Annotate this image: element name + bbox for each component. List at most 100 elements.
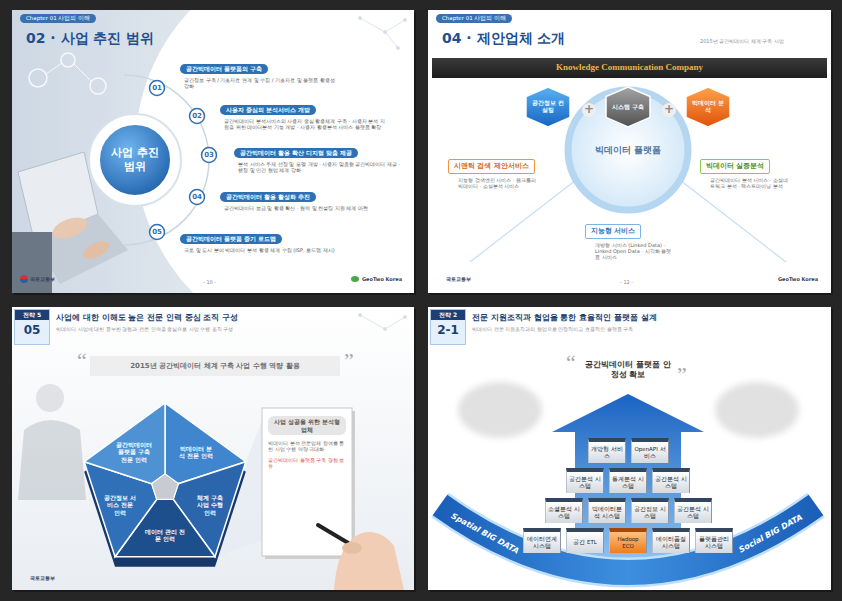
hand-with-pen [318,525,404,590]
system-block-text: 통계분석 시스템 [611,476,645,489]
callout-number: 03 [200,146,218,164]
service-tag: 지능형 서비스개방형 서비스 (Linked Data) · Linked Op… [585,218,677,261]
callout-number: 02 [188,107,206,125]
slide-panel-text: Chapter 01 사업의 이해 [436,14,512,23]
service-tag-text: 지능형 검색엔진 서비스 · 웹크롤러 빅데이터 · 소셜분석 서비스 [448,177,538,190]
slide3-background [18,420,86,500]
note-card: 사업 성공을 위한 분석형 업체빅데이터 분석 전문업체 참여를 통한 사업 수… [264,412,350,473]
network-decoration [385,32,398,48]
platform-ring [568,90,688,210]
slide-panel: Knowledge Communication Company공간정보 컨설팅시… [428,10,831,293]
callout-number-text: 03 [204,151,214,160]
system-block: 공간분석 시스템 [652,468,690,493]
pentagon-segment-text: 데이터 관리 전문 인력 [143,528,187,542]
ministry-logo [20,275,28,279]
laptop-photo [46,63,62,74]
slide-panel: 사업 추진 범위0102030405공간빅데이터 플랫폼의 구축공간정보 구축 … [12,10,414,293]
scope-item-text: 사용자 중심의 분석서비스 개발 [220,105,316,115]
network-decoration [397,47,400,50]
system-block: 소셜분석 시스템 [545,498,583,523]
system-block-text: 플랫폼관리 시스템 [697,536,731,549]
capability-hexagon: 시스템 구축 [605,86,651,128]
network-decoration [360,315,385,329]
service-tag-text: 지능형 서비스 [585,224,641,239]
hand-with-pen [342,542,362,554]
service-tag: 시맨틱 검색 제안서비스지능형 검색엔진 서비스 · 웹크롤러 빅데이터 · 소… [448,153,560,189]
network-decoration [385,317,405,329]
logo-text: 국토교통부 [446,276,471,282]
system-block-text: OpenAPI 서비스 [633,446,667,459]
logo-text: GeoTwo Korea [362,276,402,282]
scope-item-text: 공간빅데이터 플랫폼의 구축 [180,64,268,74]
slide3-background [12,307,414,590]
pentagon-segment: 데이터 관리 전문 인력 [143,527,187,543]
slide-panel-text: 02 · 사업 추진 범위 [26,30,154,48]
capability-hexagon: 공간정보 컨설팅 [525,86,571,128]
scope-item-text: 공간빅데이터 플랫폼 중기 로드맵 [180,234,282,244]
system-block-text: 데이터품질 시스템 [654,536,688,549]
scope-item: 공간빅데이터 플랫폼의 구축공간정보 구축 / 기초자료 연계 및 수집 / 기… [180,56,340,90]
system-block: 통계분석 시스템 [609,468,647,493]
pentagon-segment-text: 체계 구축 사업 수행 인력 [193,494,227,516]
pentagon-segment: 체계 구축 사업 수행 인력 [193,493,227,517]
page-number: - 12 - [620,279,633,285]
service-tag-text: 공간빅데이터 분석 서비스 · 소셜네트워크 분석 · 텍스트마이닝 분석 [700,177,790,190]
service-tag-text: 시맨틱 검색 제안서비스 [448,159,535,174]
system-block: 데이터품질 시스템 [652,528,690,553]
laptop-photo [50,213,90,242]
quote-bar-text: 2015년 공간빅데이터 체계 구축 사업 수행 역량 활용 [130,362,300,371]
company-banner-text: Knowledge Communication Company [556,62,703,73]
slide3-background [12,307,414,590]
system-block: 공간 ETL [566,528,604,553]
network-decoration [404,316,407,319]
capability-hexagon-text: 공간정보 컨설팅 [532,100,564,114]
scope-item: 사용자 중심의 분석서비스 개발공간빅데이터 분석서비스의 사용자 중심 활용체… [220,97,385,131]
scope-arc [89,75,209,245]
laptop-photo [29,69,47,87]
note-card-text: 공간빅데이터 플랫폼 구축 경험 보유 [268,457,346,470]
system-block: 빅데이터분석 시스템 [588,498,626,523]
network-decoration [384,328,387,331]
system-block-text: 공간분석 시스템 [676,506,710,519]
scope-item-text: 분석 서비스 주제 선정 및 모델 개발 · 사용자 맞춤형 공간빅데이터 제공… [234,161,402,174]
pentagon-segment-text: 빅데이터 분석 전문 인력 [177,445,215,459]
slide-panel: 전략 22-1개방형 서비스OpenAPI 서비스공간분석 시스템통계분석 시스… [428,307,831,590]
network-decoration [360,18,385,32]
ministry-logo [20,279,28,283]
band-label: Spatial BIG DATA [448,510,523,557]
callout-number-text: 01 [152,84,162,93]
capability-hexagon-text: 시스템 구축 [612,104,644,111]
capability-hexagon: 빅데이터 분석 [685,86,731,128]
slide4-background [440,505,816,573]
slide4-background [440,505,816,573]
slide-panel-text: 사업에 대한 이해도 높은 전문 인력 중심 조직 구성 [56,313,238,323]
circle-shape [99,124,171,196]
slide4-background [428,307,831,590]
header-note: 2015년 공간빅데이터 체계 구축 사업 [700,38,784,44]
scope-item-text: 공간빅데이터 보급 및 활용 확산 · 협력 및 컨설팅 지원 체계 마련 [220,205,385,211]
capability-hexagon-text: 빅데이터 분석 [692,100,724,114]
laptop-photo [12,232,52,293]
strategy-badge-text: 05 [15,323,49,338]
scope-item-text: 국토 및 도시 분야 빅데이터 분석 활용 체계 수립 (ISP, 로드맵 제시… [180,247,365,253]
company-banner: Knowledge Communication Company [432,58,827,78]
scope-arc [89,114,181,206]
quote-bar: 2015년 공간빅데이터 체계 구축 사업 수행 역량 활용 [90,356,340,376]
strategy-badge-text: 전략 5 [15,310,49,320]
note-card-text: 사업 성공을 위한 분석형 업체 [268,416,346,435]
system-block: 개방형 서비스 [588,438,626,463]
core-label-text: 빅데이터 플랫폼 [588,145,668,156]
plus-sign: + [583,102,595,116]
slide-panel-text: Chapter 01 사업의 이해 [20,14,96,23]
service-tag: 빅데이터 실증분석공간빅데이터 분석 서비스 · 소셜네트워크 분석 · 텍스트… [700,153,812,189]
network-decoration [404,19,407,22]
scope-item: 공간빅데이터 플랫폼 중기 로드맵국토 및 도시 분야 빅데이터 분석 활용 체… [180,226,365,253]
page-number: - 10 - [203,279,216,285]
subtitle: 빅데이터 전문 지원조직과의 협업으로 안정적이고 효율적인 플랫폼 구축 [472,326,633,332]
organization-pentagon [84,403,165,484]
platform-ring [470,180,576,262]
hex-shape [606,87,650,127]
